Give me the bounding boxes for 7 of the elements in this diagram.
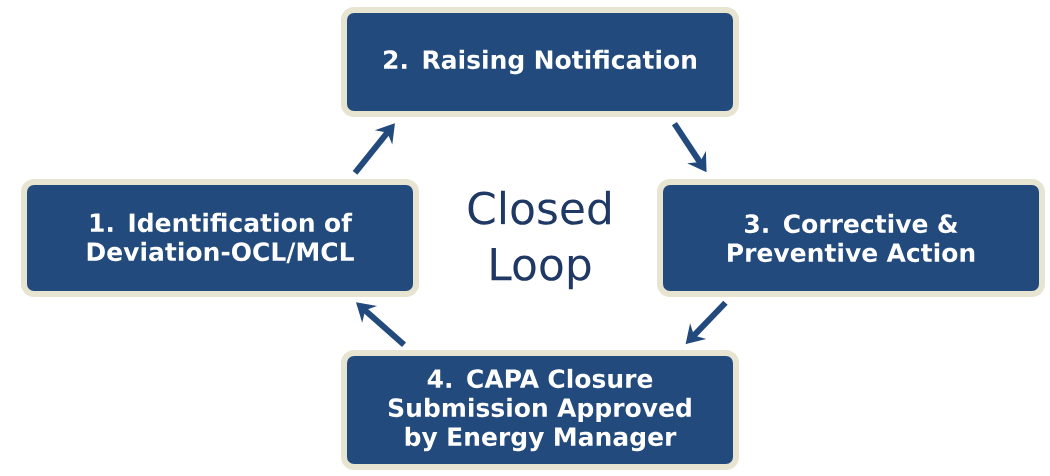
process-box: 1. Identification of Deviation-OCL/MCL	[21, 179, 419, 297]
center-label: Closed Loop	[468, 190, 610, 290]
process-box: 4. CAPA Closure Submission Approved by Energy Manager	[341, 350, 739, 470]
process-box: 3. Corrective & Preventive Action	[657, 179, 1045, 297]
arrow	[352, 123, 395, 175]
arrow	[356, 302, 406, 347]
process-box: 2. Raising Notification	[341, 7, 739, 117]
